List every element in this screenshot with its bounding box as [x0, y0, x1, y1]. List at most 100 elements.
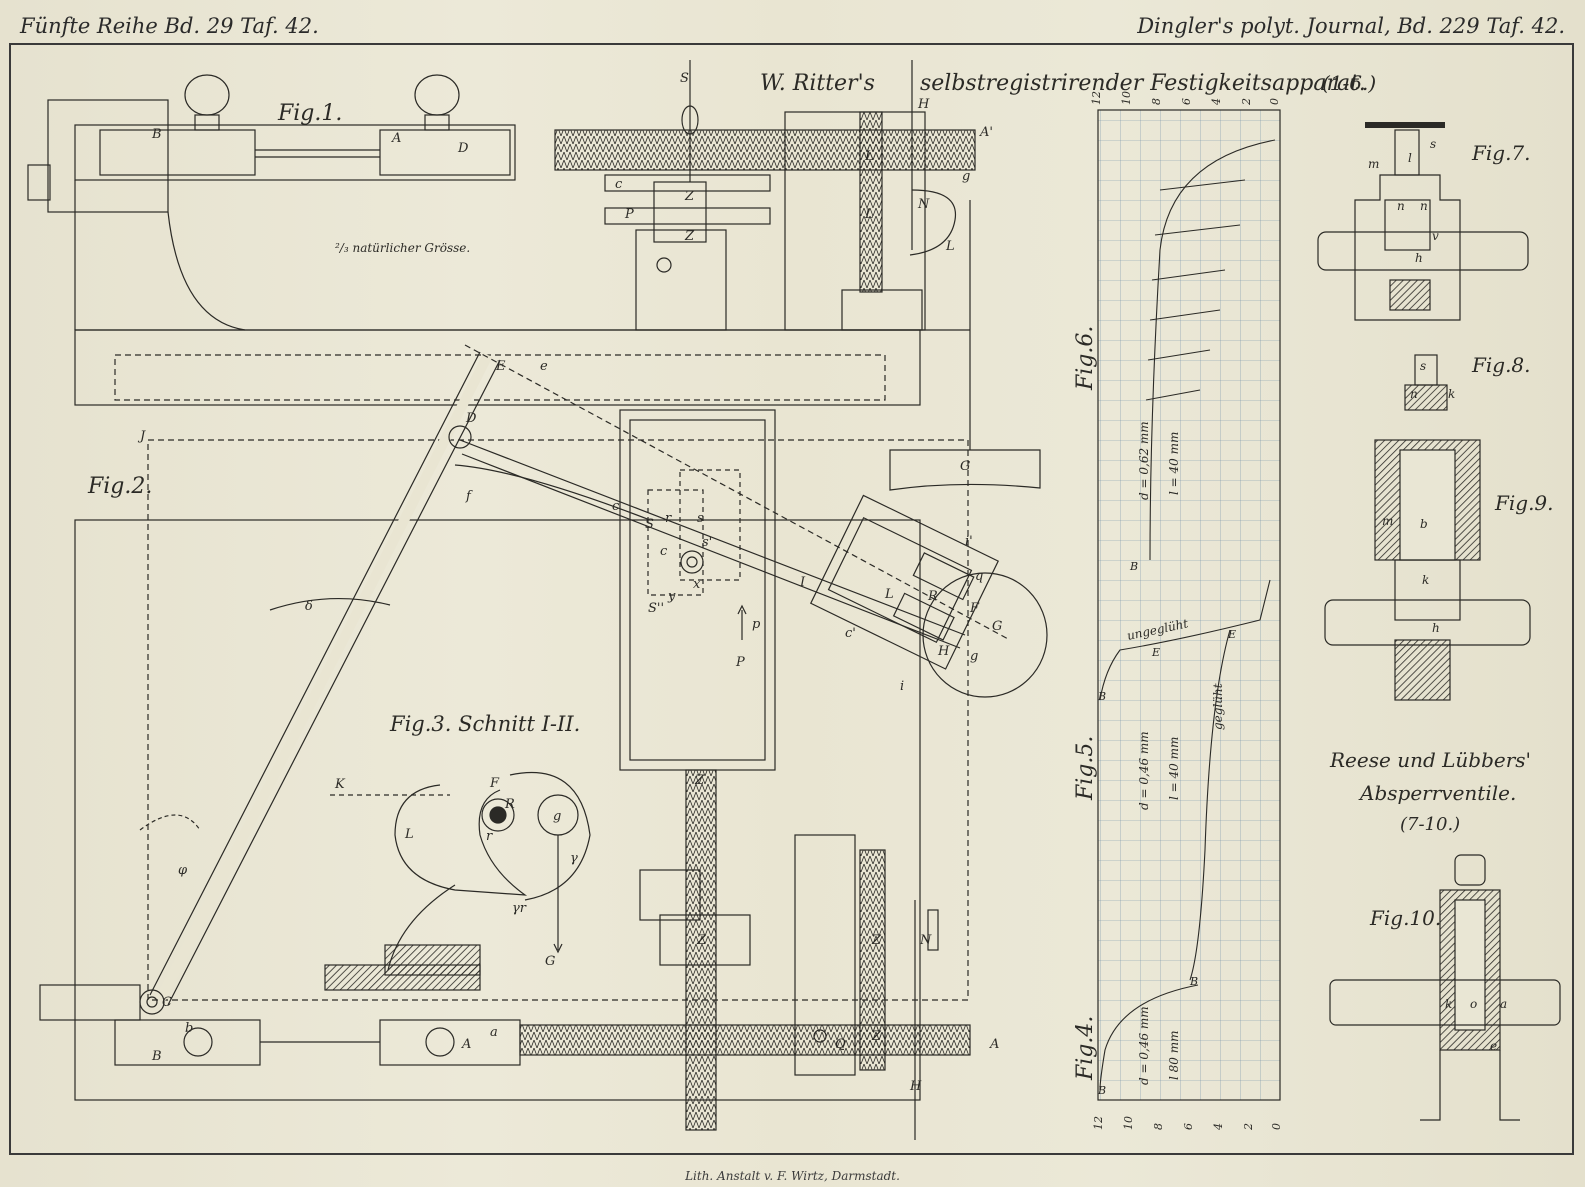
- valve-fig9: [1324, 439, 1531, 701]
- letter: a: [490, 1025, 498, 1040]
- plate-border: [9, 43, 1574, 1155]
- letter: q: [975, 569, 983, 584]
- letter: Z: [684, 229, 695, 244]
- tick-bottom-0: 0: [1270, 1123, 1283, 1130]
- letter: g: [962, 169, 970, 184]
- letter: c: [660, 544, 668, 559]
- stress-strain-graph: [1097, 109, 1281, 1101]
- letter: E: [495, 359, 506, 374]
- letter: Z: [694, 773, 705, 788]
- letter: γ: [570, 851, 578, 866]
- letter: i': [965, 534, 973, 549]
- letter: r: [665, 511, 672, 526]
- letter: Z: [684, 189, 695, 204]
- letter: h: [1432, 621, 1440, 635]
- letter: b: [1420, 517, 1428, 531]
- letter: L: [404, 827, 414, 842]
- letter: v: [1432, 229, 1439, 243]
- fig5-l-note: l = 40 mm: [1167, 737, 1181, 800]
- fig9-label: Fig.9.: [1494, 491, 1554, 515]
- tick-top-8: 8: [1150, 98, 1163, 105]
- letter: Z: [696, 933, 707, 948]
- letter: A: [461, 1037, 471, 1052]
- letter: I: [799, 575, 806, 590]
- title-main-a: W. Ritter's: [760, 71, 875, 96]
- letter: G: [545, 954, 555, 969]
- fig1-scale-note: ²/₃ natürlicher Grösse.: [335, 241, 470, 255]
- letter: P: [624, 207, 634, 222]
- letter: N: [919, 933, 932, 948]
- letter: R: [504, 797, 515, 812]
- fig6-d-note: d = 0,62 mm: [1137, 421, 1151, 500]
- fig8-label: Fig.8.: [1471, 353, 1531, 377]
- letter: y: [667, 589, 676, 604]
- tick-top-4: 4: [1210, 98, 1223, 106]
- letter: γr: [512, 901, 527, 916]
- letter: x: [693, 577, 701, 592]
- letter: k: [1422, 573, 1429, 587]
- fig3-letters: K F R g L r γ γr G: [334, 776, 578, 969]
- letter: B: [1097, 690, 1106, 703]
- letter: S: [680, 71, 689, 86]
- letter: i: [900, 679, 904, 694]
- letter: J: [137, 429, 146, 444]
- fig10-label: Fig.10.: [1369, 906, 1441, 930]
- fig6-label: Fig.6.: [1073, 326, 1098, 391]
- fig1-machine: [27, 60, 1041, 491]
- letter: S: [645, 517, 654, 532]
- letter: g: [553, 809, 561, 824]
- letter: φ: [178, 863, 188, 878]
- letter: c: [615, 177, 623, 192]
- graph-letters: B E B E B B: [1097, 560, 1236, 1097]
- letter: H: [937, 644, 950, 659]
- tick-bottom-4: 4: [1212, 1123, 1225, 1131]
- header-series: Fünfte Reihe Bd. 29 Taf. 42.: [20, 14, 319, 38]
- letter: s: [1430, 137, 1436, 151]
- letter: D: [465, 411, 477, 426]
- letter: F: [969, 601, 980, 616]
- letter: F: [489, 776, 500, 791]
- letter: r: [486, 829, 493, 844]
- letter: c': [845, 626, 856, 641]
- lithographer-credit: Lith. Anstalt v. F. Wirtz, Darmstadt.: [685, 1169, 900, 1183]
- letter: B: [1097, 1084, 1106, 1097]
- letter: k: [1445, 997, 1452, 1011]
- letter: o: [1470, 997, 1477, 1011]
- letter: s: [1420, 359, 1426, 373]
- tick-top-2: 2: [1240, 98, 1253, 106]
- letter: H: [909, 1079, 922, 1094]
- fig2-letters: E e D J f c S r s c s' x y S'' p P I L R…: [137, 359, 1002, 1094]
- letter: B: [1189, 975, 1198, 988]
- letter: Z: [871, 933, 882, 948]
- tick-top-0: 0: [1268, 98, 1281, 105]
- valve-title-line2: Absperrventile.: [1358, 781, 1516, 805]
- letter: n: [1420, 199, 1428, 213]
- valve-title-line1: Reese und Lübbers': [1329, 748, 1531, 772]
- fig4-d-note: d = 0,46 mm: [1137, 1006, 1151, 1085]
- tick-top-6: 6: [1180, 98, 1193, 105]
- valve-letters: s m l n n v h s n k m b k h k o a e: [1368, 137, 1507, 1053]
- fig1-label: Fig.1.: [277, 101, 342, 126]
- valve-fig8: [1404, 354, 1448, 411]
- letter: L: [864, 207, 874, 222]
- letter: e: [540, 359, 548, 374]
- letter: P: [735, 655, 745, 670]
- letter: n: [1397, 199, 1405, 213]
- fig1-letters: S B A D c P Z Z H A' L L g N L: [151, 71, 993, 254]
- letter: c: [612, 499, 620, 514]
- letter: b: [185, 1021, 193, 1036]
- valve-fig7: [1317, 122, 1529, 321]
- letter: Z: [871, 1029, 882, 1044]
- fig7-label: Fig.7.: [1471, 141, 1531, 165]
- tick-top-12: 12: [1090, 91, 1103, 105]
- letter: e: [1490, 1039, 1497, 1053]
- letter: f: [465, 489, 473, 504]
- graph-top-ticks: 12 10 8 6 4 2 0: [1090, 91, 1281, 106]
- letter: m: [1368, 157, 1379, 171]
- letter: k: [1448, 387, 1455, 401]
- fig5-label: Fig.5.: [1073, 736, 1098, 801]
- letter: h: [1415, 251, 1423, 265]
- graph-bottom-ticks: 12 10 8 6 4 2 0: [1092, 1116, 1283, 1131]
- letter: A: [391, 131, 401, 146]
- tick-bottom-6: 6: [1182, 1123, 1195, 1130]
